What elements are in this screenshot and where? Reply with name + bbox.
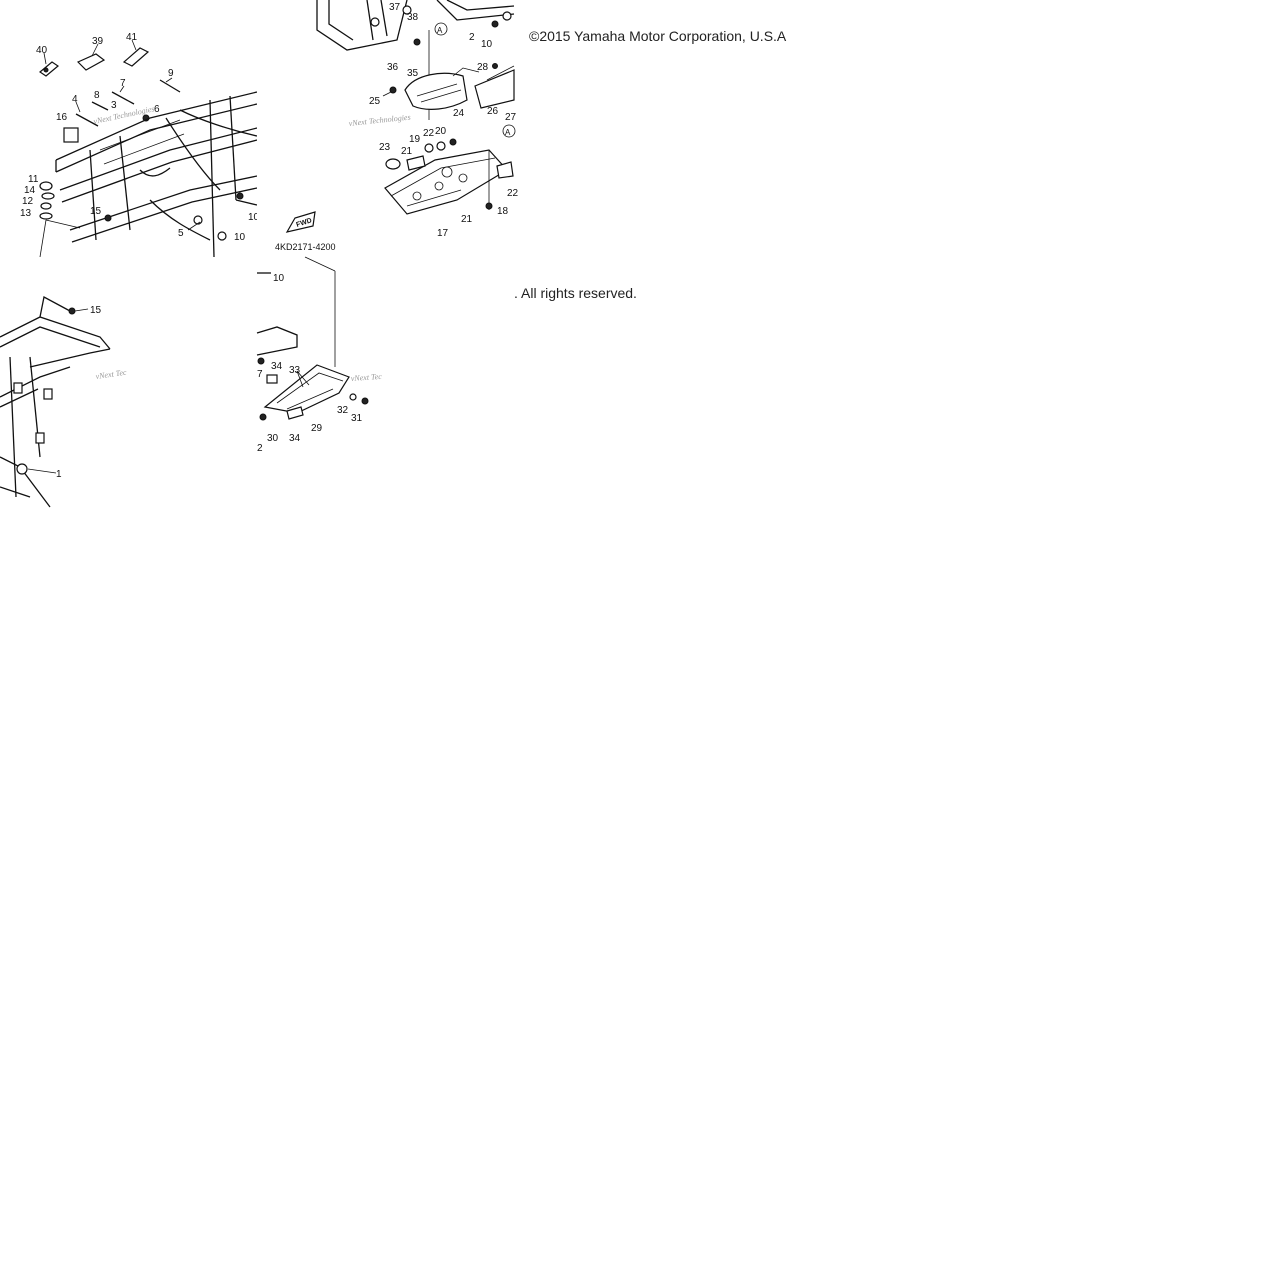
callout-33: 33 [289,365,301,376]
callout-27: 27 [505,112,517,123]
callout-23: 23 [379,142,391,153]
callout-16: 16 [56,112,68,123]
callout-34-top: 34 [271,361,283,372]
callout-21: 21 [461,214,473,225]
callout-35: 35 [407,68,419,79]
callout-15-bottom: 15 [90,305,102,316]
callout-12: 12 [22,196,34,207]
callout-1: 1 [56,469,62,480]
callout-20: 20 [435,126,447,137]
frame-drawing-top: 40 39 41 7 9 4 8 3 6 16 11 14 12 13 15 5… [20,32,260,258]
callout-18: 18 [497,206,509,217]
callout-14: 14 [24,185,36,196]
callout-38: 38 [407,12,419,23]
callout-17: 17 [437,228,449,239]
frame-drawing-bottom: 15 1 vNext Tec [0,296,127,508]
callout-10-lower: 10 [273,273,285,284]
watermark-b: vNext Technologies [348,113,411,128]
callout-2: 2 [469,32,475,43]
callout-9: 9 [168,68,174,79]
callout-36: 36 [387,62,399,73]
callout-2-lower: 2 [257,443,263,454]
callout-37: 37 [389,2,401,13]
diagram-tile-frame-bottom: 15 1 vNext Tec [0,257,257,514]
callout-21-top: 21 [401,146,413,157]
part-40-clip [38,52,60,77]
callout-31: 31 [351,413,363,424]
callout-25: 25 [369,96,381,107]
copyright-line-1: ©2015 Yamaha Motor Corporation, U.S.A [529,28,787,44]
callout-22-right: 22 [507,188,519,199]
callout-40: 40 [36,45,48,56]
part-39-plate [76,43,106,71]
callout-26: 26 [487,106,499,117]
callout-3: 3 [111,100,117,111]
callout-15: 15 [90,206,102,217]
ref-a-top: A [437,26,443,35]
callout-11: 11 [28,174,39,185]
part-41-bracket [122,39,150,67]
watermark-d: vNext Tec [351,372,383,383]
diagram-tile-frame-top: 40 39 41 7 9 4 8 3 6 16 11 14 12 13 15 5… [0,0,260,258]
callout-32: 32 [337,405,349,416]
callout-7: 7 [120,78,126,89]
callout-10: 10 [234,232,246,243]
diagram-tile-lower-guard: 10 34 33 7 32 31 30 34 29 2 vNext Tec [256,256,514,514]
fwd-arrow-icon: FWD [285,211,316,233]
callout-6: 6 [154,104,160,115]
callout-29: 29 [311,423,323,434]
diagram-code: 4KD2171-4200 [275,242,336,252]
callout-10b: 10 [248,212,260,223]
watermark-c: vNext Tec [95,368,127,381]
callout-7-lower: 7 [257,369,263,380]
skid-plate-drawing: A A 37 38 2 10 36 35 28 [275,0,519,252]
callout-19: 19 [409,134,421,145]
callout-34: 34 [289,433,301,444]
fwd-label: FWD [295,217,312,229]
callout-13: 13 [20,208,32,219]
callout-24: 24 [453,108,465,119]
diagram-tile-skid-plate: A A 37 38 2 10 36 35 28 [257,0,519,257]
callout-4: 4 [72,94,78,105]
callout-5: 5 [178,228,184,239]
callout-10-top: 10 [481,39,493,50]
callout-30: 30 [267,433,279,444]
callout-22: 22 [423,128,435,139]
copyright-line-2: . All rights reserved. [514,285,637,301]
lower-guard-drawing: 10 34 33 7 32 31 30 34 29 2 vNext Tec [256,256,383,454]
callout-41: 41 [126,32,138,43]
callout-28: 28 [477,62,489,73]
callout-8: 8 [94,90,100,101]
callout-39: 39 [92,36,104,47]
ref-a-right: A [505,128,511,137]
